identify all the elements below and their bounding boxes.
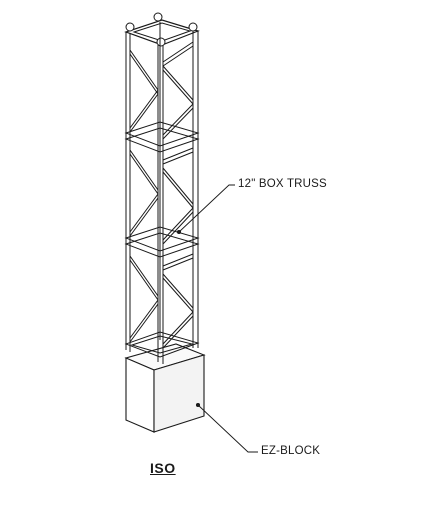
top-bolt-icon [156, 37, 166, 47]
truss-horizontal-frames [124, 121, 200, 358]
top-bolt-icon [125, 22, 135, 32]
ez-block-front-face [125, 357, 155, 433]
truss-leader-line [178, 184, 235, 233]
block-callout-label: EZ-BLOCK [261, 445, 321, 457]
truss-chords [125, 22, 199, 364]
block-leader-line [197, 404, 258, 453]
box-truss [124, 12, 200, 364]
ez-block [124, 343, 206, 433]
truss-callout-label: 12" BOX TRUSS [238, 178, 327, 190]
truss-diagonals [129, 41, 194, 349]
truss-top-plate-inner [132, 22, 192, 42]
view-title: ISO [150, 460, 176, 476]
ez-block-side-face [153, 354, 205, 433]
leaders [176, 184, 258, 453]
block-leader-dot [195, 402, 201, 408]
top-bolt-icon [188, 22, 198, 32]
top-bolt-icon [153, 12, 163, 22]
truss-leader-dot [176, 229, 182, 235]
